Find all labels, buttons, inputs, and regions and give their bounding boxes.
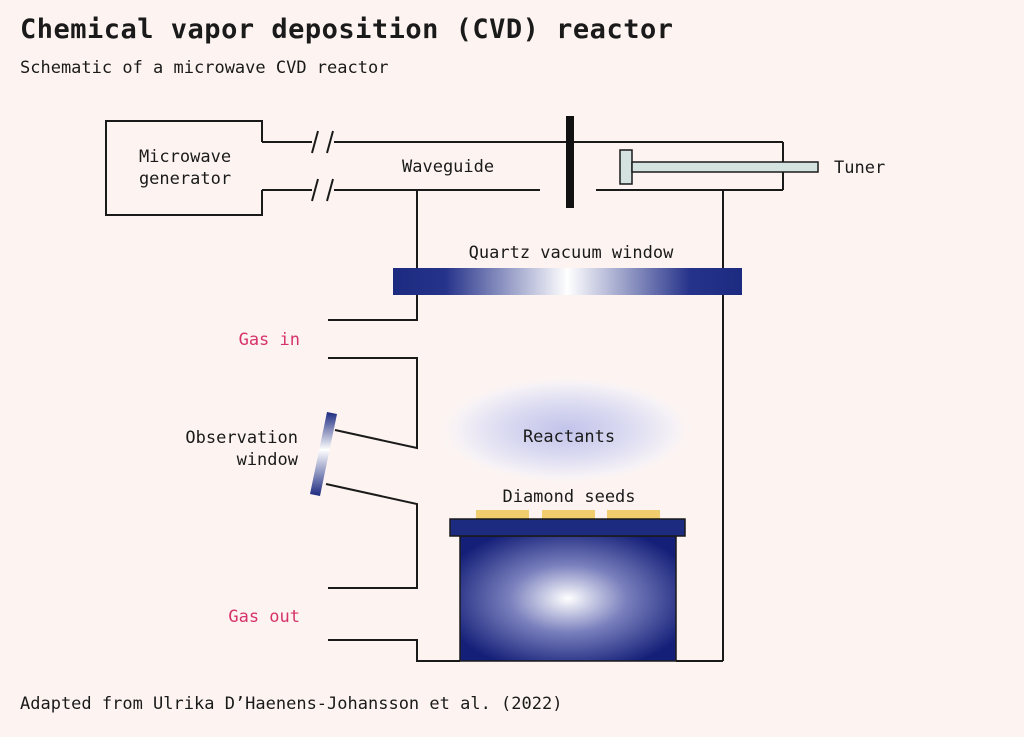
reactants-plasma: Reactants (436, 375, 696, 485)
waveguide-probe (566, 116, 574, 208)
diamond-seed (542, 510, 595, 519)
diamond-seed (476, 510, 529, 519)
observation-window: Observation window (185, 412, 337, 496)
diamond-seeds-label: Diamond seeds (502, 487, 635, 507)
generator-label-line1: Microwave (139, 147, 231, 167)
diamond-seeds: Diamond seeds (476, 487, 660, 519)
break-mark (311, 130, 319, 154)
substrate-stage (449, 518, 686, 662)
waveguide-label: Waveguide (402, 157, 494, 177)
page-title: Chemical vapor deposition (CVD) reactor (20, 14, 674, 45)
gas-out-label: Gas out (228, 607, 300, 627)
quartz-vacuum-window: Quartz vacuum window (393, 243, 742, 295)
tuner-label: Tuner (834, 158, 885, 178)
observation-label-line2: window (237, 450, 299, 470)
page-subtitle: Schematic of a microwave CVD reactor (20, 58, 389, 78)
microwave-generator: Microwave generator (105, 120, 263, 216)
break-mark (326, 178, 334, 202)
waveguide: Waveguide (262, 130, 784, 202)
diamond-seed (607, 510, 660, 519)
source-note: Adapted from Ulrika D’Haenens-Johansson … (20, 694, 563, 714)
tuner: Tuner (619, 149, 885, 185)
break-mark (326, 130, 334, 154)
observation-label-line1: Observation (185, 428, 298, 448)
reactants-label: Reactants (523, 427, 615, 447)
break-mark (311, 178, 319, 202)
gas-in-label: Gas in (239, 330, 300, 350)
quartz-window-label: Quartz vacuum window (469, 243, 674, 263)
generator-label-line2: generator (139, 169, 231, 189)
